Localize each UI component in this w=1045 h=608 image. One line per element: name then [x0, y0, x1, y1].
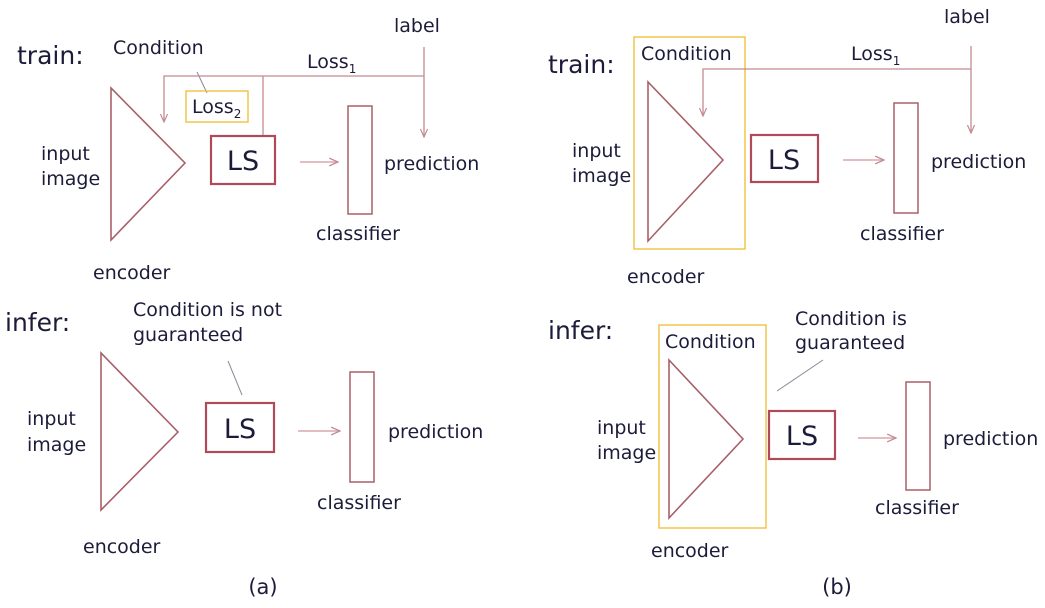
loss2-label: Loss2: [192, 96, 241, 121]
encoder-triangle: [110, 86, 187, 242]
classifier-label: classifier: [316, 223, 400, 245]
input-label-line2: image: [41, 168, 100, 190]
panel-a: train: Condition Loss1 label Loss2 input…: [5, 15, 483, 599]
encoder-triangle: [668, 357, 745, 521]
classifier-box: [905, 381, 931, 491]
prediction-label: prediction: [384, 153, 479, 175]
label-text: label: [394, 15, 440, 37]
train-label: train:: [548, 50, 615, 79]
loss1-label: Loss1: [307, 51, 356, 76]
ls-label: LS: [786, 421, 818, 452]
input-label-line2: image: [572, 165, 631, 187]
condition-note-line2: guaranteed: [795, 332, 905, 354]
panel-b-train: train: Condition Loss1 label input image…: [548, 6, 1026, 288]
ls-label: LS: [224, 414, 256, 445]
prediction-label: prediction: [943, 428, 1038, 450]
prediction-label: prediction: [931, 151, 1026, 173]
input-label-line1: input: [27, 408, 76, 430]
ls-box: [204, 401, 276, 454]
loss1-label: Loss1: [851, 43, 900, 68]
label-text: label: [944, 6, 990, 28]
condition-note-line1: Condition is not: [133, 299, 282, 321]
condition-label: Condition: [113, 37, 204, 59]
infer-label: infer:: [548, 316, 613, 345]
loss1-feedback-arrow: [164, 75, 424, 122]
prediction-label: prediction: [388, 421, 483, 443]
condition-label: Condition: [641, 43, 732, 65]
encoder-label: encoder: [627, 266, 705, 288]
loss2-box: [185, 90, 249, 123]
encoder-label: encoder: [83, 536, 161, 558]
input-label-line1: input: [572, 140, 621, 162]
classifier-label: classifier: [317, 492, 401, 514]
train-label: train:: [17, 41, 84, 70]
input-label-line2: image: [27, 434, 86, 456]
encoder-triangle: [647, 80, 725, 244]
panel-a-infer: infer: Condition is not guaranteed input…: [5, 299, 483, 558]
caption-b: (b): [822, 575, 852, 599]
encoder-label: encoder: [651, 540, 729, 562]
caption-a: (a): [248, 575, 277, 599]
condition-label: Condition: [665, 331, 756, 353]
classifier-label: classifier: [875, 497, 959, 519]
condition-box: [633, 36, 746, 250]
ls-box: [767, 409, 837, 461]
ls-box: [749, 133, 820, 184]
condition-note-line2: guaranteed: [133, 324, 243, 346]
condition-note-line1: Condition is: [795, 308, 907, 330]
classifier-box: [347, 105, 373, 215]
panel-a-train: train: Condition Loss1 label Loss2 input…: [17, 15, 479, 284]
classifier-box: [349, 371, 375, 483]
input-label-line2: image: [597, 442, 656, 464]
input-label-line1: input: [597, 417, 646, 439]
input-label-line1: input: [41, 143, 90, 165]
infer-label: infer:: [5, 308, 70, 337]
panel-b-infer: infer: Condition Condition is guaranteed…: [548, 308, 1038, 562]
loss1-feedback-arrow: [703, 68, 971, 116]
encoder-triangle: [100, 351, 180, 512]
ls-label: LS: [227, 146, 259, 177]
classifier-label: classifier: [860, 223, 944, 245]
ls-label: LS: [768, 145, 800, 176]
condition-note-pointer: [776, 359, 824, 392]
condition-box: [658, 324, 767, 529]
condition-pointer: [196, 71, 208, 94]
panel-b: train: Condition Loss1 label input image…: [548, 6, 1038, 599]
condition-note-pointer: [227, 360, 243, 396]
ls-box: [209, 134, 277, 186]
classifier-box: [893, 102, 919, 214]
encoder-label: encoder: [93, 262, 171, 284]
